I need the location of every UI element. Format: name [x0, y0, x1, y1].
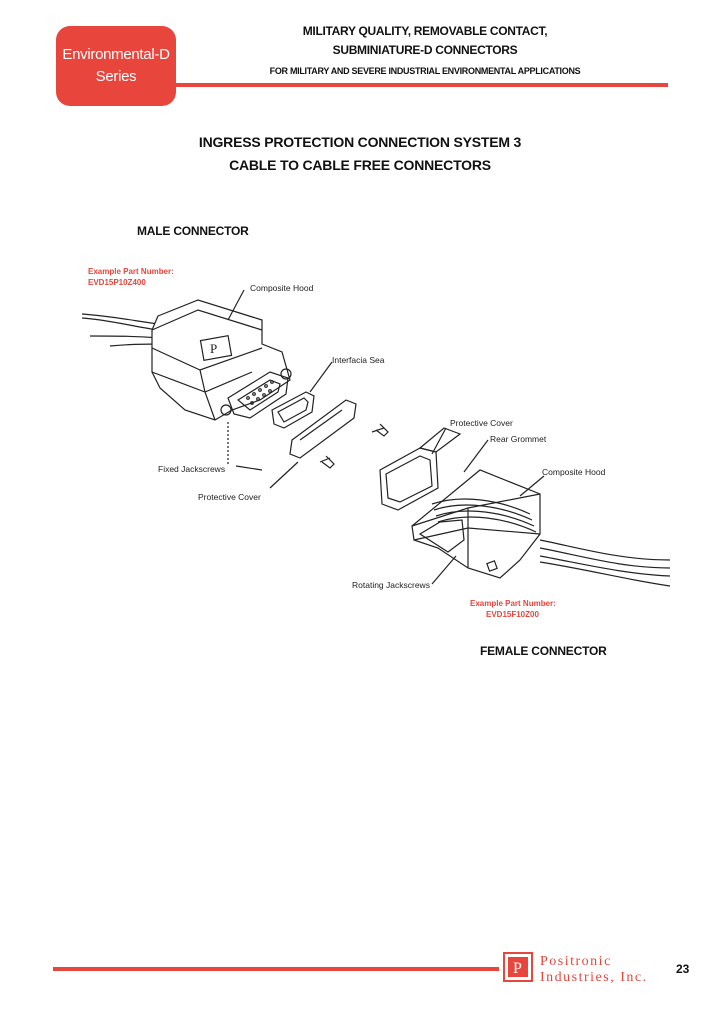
series-badge-line1: Environmental-D: [62, 46, 170, 63]
company-name-line2: Industries, Inc.: [540, 970, 648, 985]
male-example-label: Example Part Number:: [88, 267, 174, 276]
female-example-number: EVD15F10Z00: [486, 610, 539, 619]
page-number: 23: [676, 962, 690, 976]
page-title-line2: CABLE TO CABLE FREE CONNECTORS: [229, 157, 491, 173]
male-connector-heading: MALE CONNECTOR: [137, 224, 249, 238]
callout-protective-cover-female: Protective Cover: [450, 418, 513, 428]
callout-fixed-jackscrews: Fixed Jackscrews: [158, 464, 226, 474]
header-line1: MILITARY QUALITY, REMOVABLE CONTACT,: [302, 24, 548, 38]
callout-protective-cover-male: Protective Cover: [198, 492, 261, 502]
female-example-label: Example Part Number:: [470, 599, 556, 608]
positronic-logo-icon: P: [503, 952, 533, 982]
page-title-line1: INGRESS PROTECTION CONNECTION SYSTEM 3: [198, 134, 522, 150]
male-example-number: EVD15P10Z400: [88, 278, 146, 287]
female-connector-heading: FEMALE CONNECTOR: [480, 644, 607, 658]
callout-interfacial-seal: Interfacia Sea: [332, 355, 385, 365]
svg-text:P: P: [210, 341, 217, 356]
callout-rear-grommet: Rear Grommet: [490, 434, 547, 444]
header-rule: [176, 83, 668, 87]
series-badge: Environmental-D Series: [56, 26, 176, 106]
callout-composite-hood-male: Composite Hood: [250, 283, 314, 293]
series-badge-line2: Series: [95, 68, 137, 85]
header-line2: SUBMINIATURE-D CONNECTORS: [332, 43, 518, 57]
female-example-part: Example Part Number: EVD15F10Z00: [470, 598, 556, 620]
header-line3: FOR MILITARY AND SEVERE INDUSTRIAL ENVIR…: [269, 66, 581, 76]
footer-rule: [53, 967, 499, 971]
callout-composite-hood-female: Composite Hood: [542, 467, 606, 477]
company-name-line1: Positronic: [540, 954, 612, 969]
callout-rotating-jackscrews: Rotating Jackscrews: [352, 580, 430, 590]
svg-text:P: P: [513, 960, 522, 977]
male-example-part: Example Part Number: EVD15P10Z400: [88, 266, 174, 288]
